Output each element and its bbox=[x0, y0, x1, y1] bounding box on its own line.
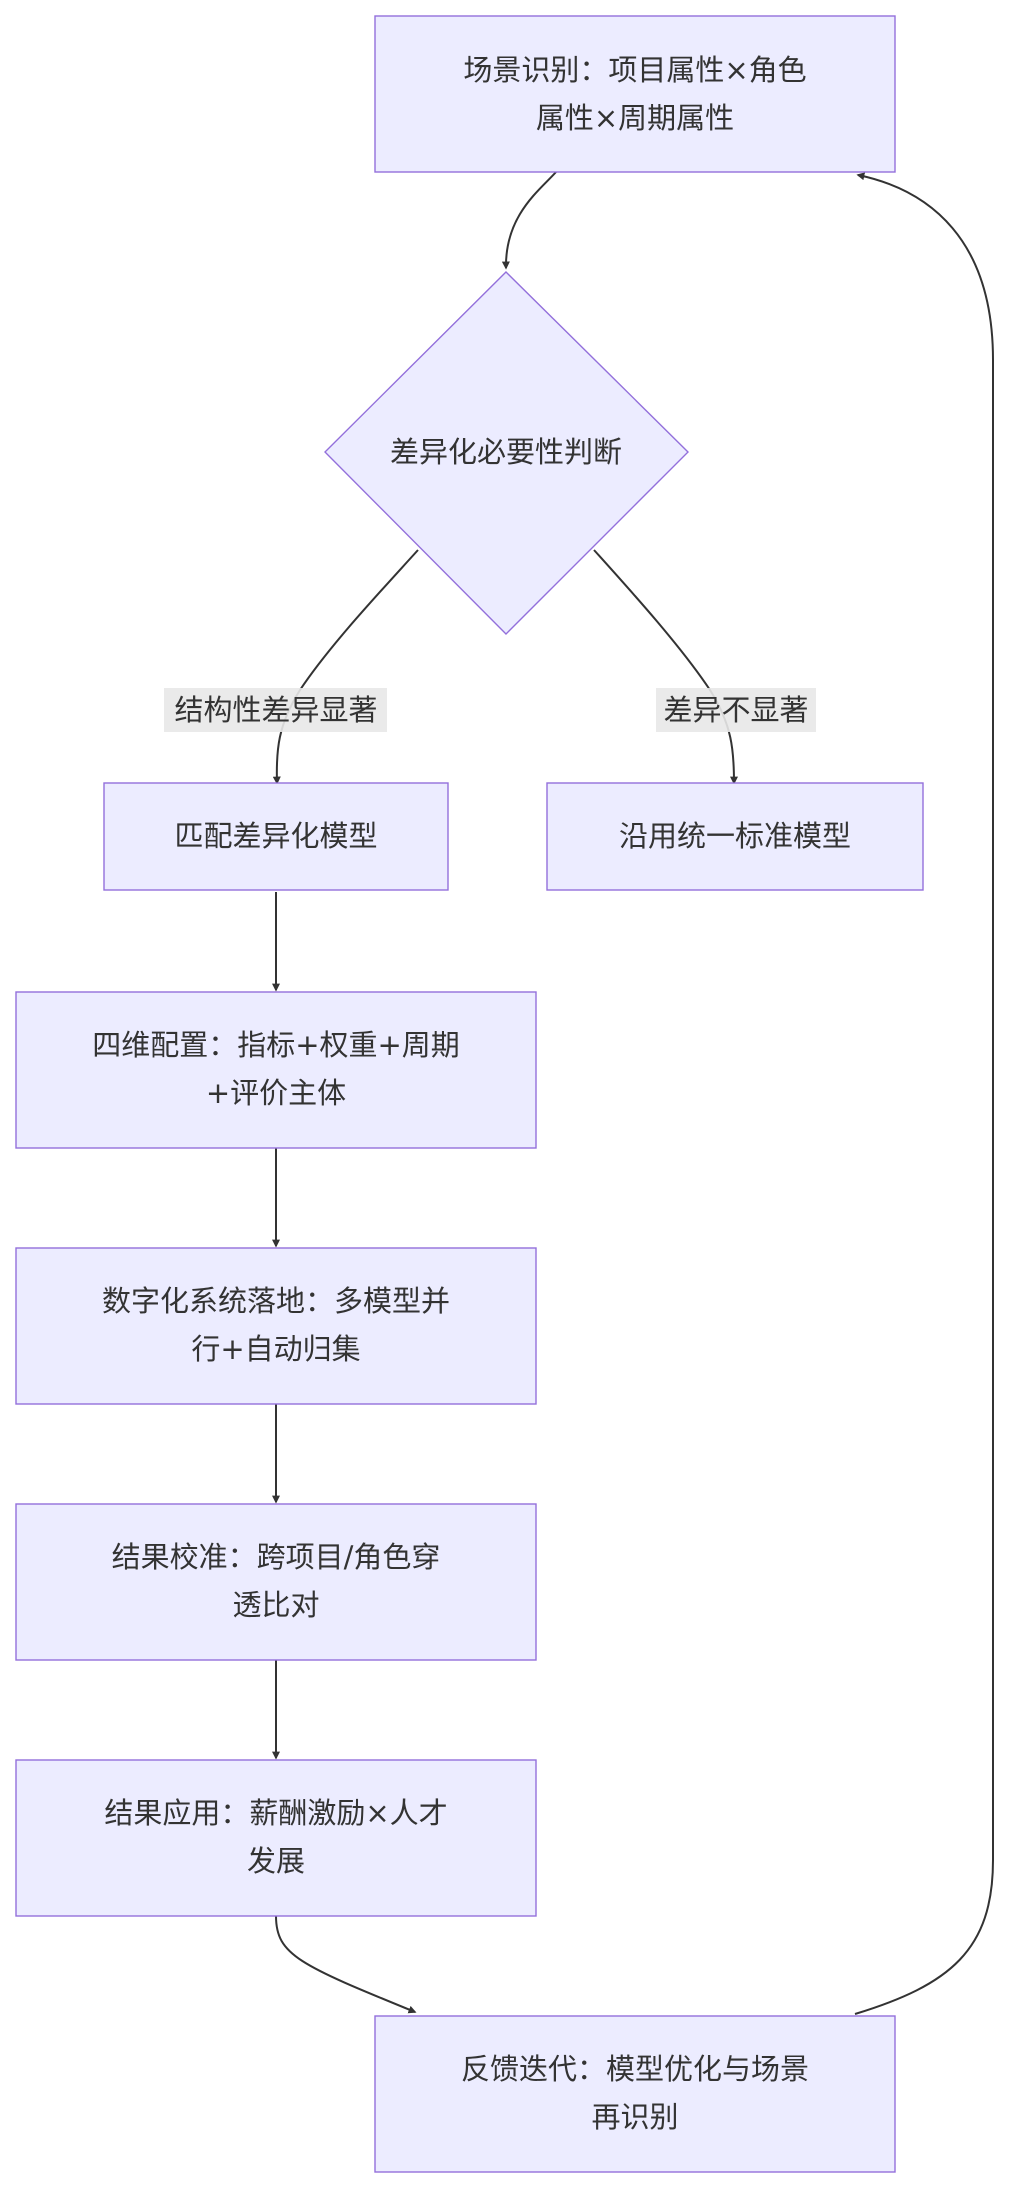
node-apply-line-2: 发展 bbox=[247, 1844, 305, 1878]
edge-apply-to-feedback bbox=[275, 1915, 417, 2014]
node-scene-line-1: 场景识别：项目属性×角色 bbox=[463, 53, 806, 87]
node-calibrate-line-2: 透比对 bbox=[232, 1588, 319, 1622]
node-diff-model-text: 匹配差异化模型 bbox=[174, 819, 377, 853]
node-config-line-1: 四维配置：指标+权重+周期 bbox=[92, 1028, 460, 1062]
node-digital-system: 数字化系统落地：多模型并 行+自动归集 bbox=[15, 1247, 537, 1405]
node-apply-line-1: 结果应用：薪酬激励×人才 bbox=[104, 1796, 447, 1830]
node-feedback-iteration: 反馈迭代：模型优化与场景 再识别 bbox=[374, 2015, 896, 2173]
node-match-diff-model: 匹配差异化模型 bbox=[103, 782, 449, 891]
node-std-model-text: 沿用统一标准模型 bbox=[619, 819, 851, 853]
edge-label-not-significant-text: 差异不显著 bbox=[663, 693, 808, 727]
edge-label-significant-text: 结构性差异显著 bbox=[174, 693, 377, 727]
node-four-dim-config: 四维配置：指标+权重+周期 +评价主体 bbox=[15, 991, 537, 1149]
edge-scene-to-decision bbox=[501, 171, 557, 270]
node-result-calibration: 结果校准：跨项目/角色穿 透比对 bbox=[15, 1503, 537, 1661]
node-feedback-line-2: 再识别 bbox=[591, 2100, 678, 2134]
node-scene-line-2: 属性×周期属性 bbox=[536, 101, 734, 135]
edge-label-not-significant: 差异不显著 bbox=[656, 688, 816, 732]
edge-decision-to-diff-model bbox=[272, 549, 419, 785]
node-standard-model: 沿用统一标准模型 bbox=[546, 782, 924, 891]
node-calibrate-line-1: 结果校准：跨项目/角色穿 bbox=[112, 1540, 441, 1574]
node-decision-necessity: 差异化必要性判断 bbox=[324, 271, 689, 635]
edge-decision-to-std-model bbox=[593, 549, 738, 785]
edge-feedback-to-scene bbox=[854, 172, 994, 2015]
node-digital-line-2: 行+自动归集 bbox=[191, 1332, 360, 1366]
node-decision-text: 差异化必要性判断 bbox=[390, 435, 622, 469]
node-scene-identification: 场景识别：项目属性×角色 属性×周期属性 bbox=[374, 15, 896, 173]
node-config-line-2: +评价主体 bbox=[206, 1076, 346, 1110]
edges bbox=[272, 171, 994, 2015]
edge-label-significant: 结构性差异显著 bbox=[164, 688, 387, 732]
node-digital-line-1: 数字化系统落地：多模型并 bbox=[102, 1284, 450, 1318]
node-feedback-line-1: 反馈迭代：模型优化与场景 bbox=[461, 2052, 809, 2086]
node-result-application: 结果应用：薪酬激励×人才 发展 bbox=[15, 1759, 537, 1917]
